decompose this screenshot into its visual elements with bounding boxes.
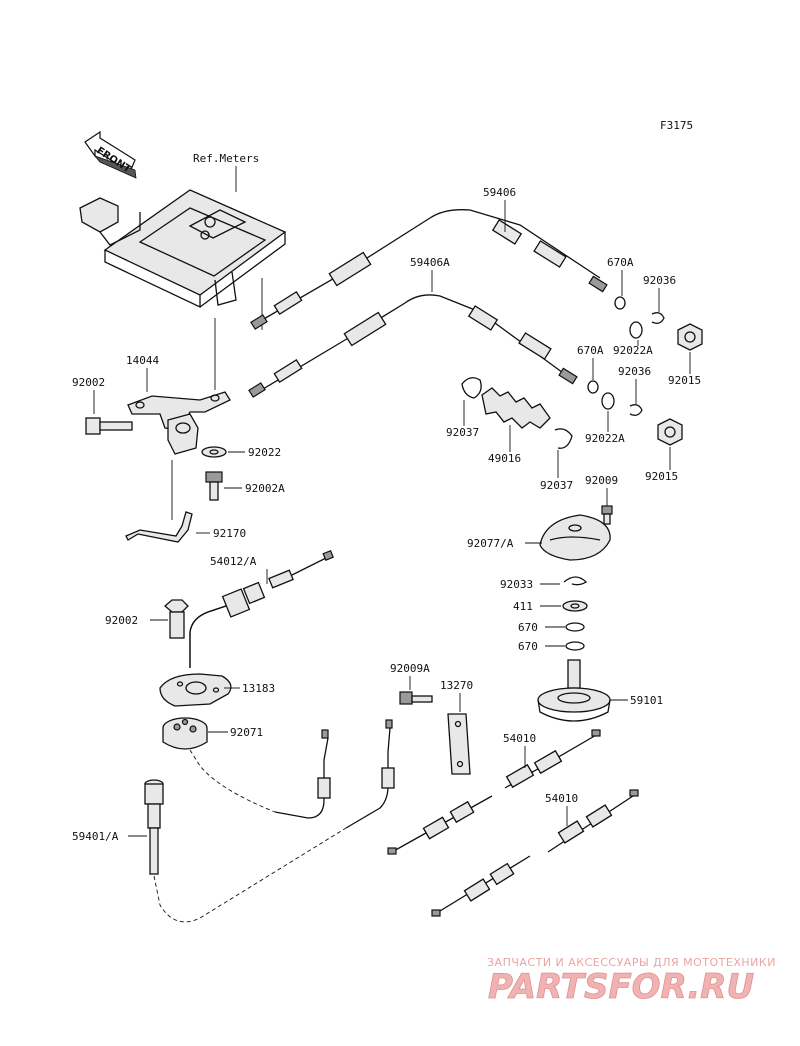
cable-54010-lower [387, 795, 493, 855]
cable-59406a [248, 294, 578, 398]
dashed-line-59401 [153, 827, 347, 923]
washer-411 [562, 600, 588, 612]
front-arrow-icon: FRONT [84, 130, 137, 179]
label-92022a-2: 92022A [585, 432, 625, 445]
label-13183: 13183 [242, 682, 275, 695]
cable-54012a [189, 549, 334, 668]
label-92002-1: 92002 [72, 376, 105, 389]
watermark-logo: PARTSFOR.RU [488, 967, 754, 1007]
base-59101 [537, 659, 611, 722]
label-411: 411 [513, 600, 533, 613]
cable-54010-2 [547, 789, 639, 853]
label-59101: 59101 [630, 694, 663, 707]
bolt-92002-lower [164, 599, 189, 639]
label-54010-2: 54010 [545, 792, 578, 805]
label-92037-1: 92037 [446, 426, 479, 439]
label-92015-1: 92015 [668, 374, 701, 387]
label-92009a: 92009A [390, 662, 430, 675]
label-92077a: 92077/A [467, 537, 514, 550]
cable-54010-1 [504, 729, 601, 789]
figure-code: F3175 [660, 119, 693, 132]
label-92022: 92022 [248, 446, 281, 459]
label-54012a: 54012/A [210, 555, 257, 568]
label-92002-2: 92002 [105, 614, 138, 627]
meter-bracket: Ref.Meters [79, 152, 287, 309]
dashed-line-92071 [189, 749, 276, 813]
label-92036-1: 92036 [643, 274, 676, 287]
label-92033: 92033 [500, 578, 533, 591]
plate-13270 [447, 713, 471, 775]
bolt-92009a [399, 691, 413, 705]
label-92015-2: 92015 [645, 470, 678, 483]
cable-ends-middle [274, 719, 395, 829]
label-49016: 49016 [488, 452, 521, 465]
label-92071: 92071 [230, 726, 263, 739]
label-92037-2: 92037 [540, 479, 573, 492]
clip-92170 [125, 511, 193, 543]
label-92009: 92009 [585, 474, 618, 487]
label-670-2: 670 [518, 640, 538, 653]
label-13270: 13270 [440, 679, 473, 692]
cable-59406 [250, 209, 608, 330]
label-670-1: 670 [518, 621, 538, 634]
oring-670-2 [565, 641, 585, 651]
label-670a-1: 670A [607, 256, 634, 269]
ref-meters-label: Ref.Meters [193, 152, 259, 165]
cable-54010-lowest [431, 855, 531, 917]
bolt-92002a [205, 471, 223, 501]
label-54010-1: 54010 [503, 732, 536, 745]
bracket-14044 [127, 391, 231, 455]
bolt-92002 [85, 417, 133, 435]
label-59406: 59406 [483, 186, 516, 199]
washer-92022 [201, 446, 227, 458]
label-92022a-1: 92022A [613, 344, 653, 357]
label-670a-2: 670A [577, 344, 604, 357]
label-14044: 14044 [126, 354, 159, 367]
knob-59401a [144, 779, 164, 875]
label-59401a: 59401/A [72, 830, 119, 843]
grommet-92071 [162, 717, 208, 750]
boot-49016 [461, 377, 573, 449]
plate-13183 [159, 673, 232, 707]
label-92036-2: 92036 [618, 365, 651, 378]
label-92002a: 92002A [245, 482, 285, 495]
oring-670-1 [565, 622, 585, 632]
circlip-92033 [563, 576, 588, 586]
label-59406a: 59406A [410, 256, 450, 269]
cover-92077a [539, 514, 611, 561]
watermark-caption: ЗАПЧАСТИ И АКСЕССУАРЫ ДЛЯ МОТОТЕХНИКИ [487, 956, 776, 969]
label-92170: 92170 [213, 527, 246, 540]
